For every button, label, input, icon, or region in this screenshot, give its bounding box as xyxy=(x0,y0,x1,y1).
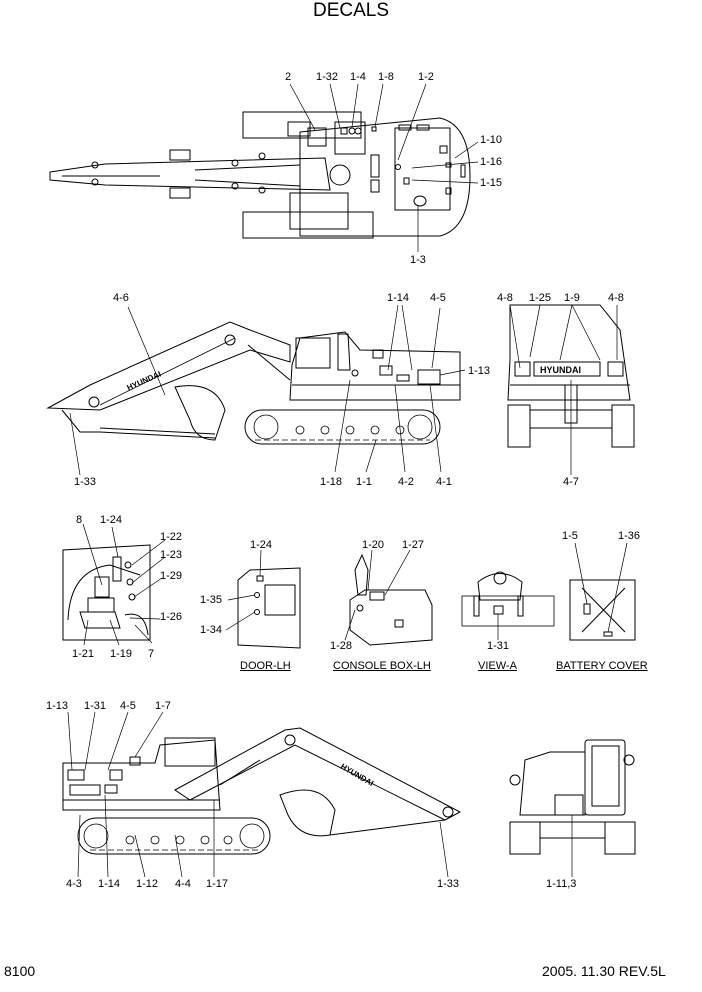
callout-1-18: 1-18 xyxy=(320,476,343,488)
callout-4-8-right: 4-8 xyxy=(608,292,624,304)
svg-text:HYUNDAI: HYUNDAI xyxy=(339,762,375,788)
caption-battery-cover: BATTERY COVER xyxy=(556,660,648,672)
callout-1-3: 1-3 xyxy=(410,254,426,266)
callout-1-20: 1-20 xyxy=(362,539,385,551)
cab-interior-view xyxy=(62,523,166,646)
callout-1-10: 1-10 xyxy=(480,134,503,146)
callout-1-9: 1-9 xyxy=(564,292,580,304)
right-side-excavator: HYUNDAI xyxy=(62,711,462,878)
view-a-detail xyxy=(461,571,555,640)
callout-rs-1-13: 1-13 xyxy=(46,700,69,712)
callout-1-16: 1-16 xyxy=(480,156,503,168)
callout-4-4: 4-4 xyxy=(175,878,191,890)
callout-rs-1-31: 1-31 xyxy=(84,700,107,712)
page-number: 8100 xyxy=(4,963,36,979)
callout-1-5: 1-5 xyxy=(562,530,578,542)
callout-1-34: 1-34 xyxy=(200,624,223,636)
callout-1-19: 1-19 xyxy=(110,648,133,660)
callout-1-24: 1-24 xyxy=(100,514,123,526)
callout-1-26: 1-26 xyxy=(160,611,183,623)
callout-1-21: 1-21 xyxy=(72,648,95,660)
page-title: DECALS xyxy=(312,0,390,21)
callout-1-35: 1-35 xyxy=(200,594,223,606)
callout-1-17: 1-17 xyxy=(206,878,229,890)
callout-4-8-left: 4-8 xyxy=(497,292,513,304)
callout-1-33: 1-33 xyxy=(74,476,97,488)
callout-1-29: 1-29 xyxy=(160,570,183,582)
callout-rs-4-5: 4-5 xyxy=(120,700,136,712)
callout-rs-1-33: 1-33 xyxy=(437,878,460,890)
callout-1-12: 1-12 xyxy=(136,878,159,890)
callout-1-31: 1-31 xyxy=(487,640,510,652)
rear-view-excavator: HYUNDAI xyxy=(507,304,635,475)
svg-text:HYUNDAI: HYUNDAI xyxy=(125,369,162,392)
top-view-excavator xyxy=(49,83,479,252)
callout-7: 7 xyxy=(148,648,155,660)
caption-view-a: VIEW-A xyxy=(478,660,517,672)
callout-8: 8 xyxy=(76,514,83,526)
callout-4-1: 4-1 xyxy=(436,476,452,488)
callout-1-13: 1-13 xyxy=(468,365,491,377)
callout-1-25: 1-25 xyxy=(529,292,552,304)
left-side-excavator: HYUNDAI xyxy=(46,304,466,476)
callout-1-22: 1-22 xyxy=(160,531,183,543)
callout-1-1: 1-1 xyxy=(356,476,372,488)
callout-4-7: 4-7 xyxy=(563,476,579,488)
callout-4-6: 4-6 xyxy=(113,292,129,304)
callout-1-23: 1-23 xyxy=(160,549,183,561)
callout-1-7: 1-7 xyxy=(155,700,171,712)
caption-console-box-lh: CONSOLE BOX-LH xyxy=(333,660,431,672)
caption-door-lh: DOOR-LH xyxy=(240,660,291,672)
callout-1-4: 1-4 xyxy=(350,71,366,83)
callout-1-15: 1-15 xyxy=(480,177,503,189)
callout-4-5: 4-5 xyxy=(430,292,446,304)
revision-date: 2005. 11.30 REV.5L xyxy=(542,963,666,979)
callout-1-2: 1-2 xyxy=(418,71,434,83)
callout-1-27: 1-27 xyxy=(402,539,425,551)
callout-4-2: 4-2 xyxy=(398,476,414,488)
callout-1-36: 1-36 xyxy=(618,530,641,542)
front-view-excavator xyxy=(509,739,636,877)
callout-1-28: 1-28 xyxy=(330,640,353,652)
callout-rs-1-14: 1-14 xyxy=(98,878,121,890)
callout-1-8: 1-8 xyxy=(378,71,394,83)
svg-text:HYUNDAI: HYUNDAI xyxy=(540,365,581,375)
door-lh-view xyxy=(225,549,301,649)
callout-4-3: 4-3 xyxy=(66,878,82,890)
callout-2: 2 xyxy=(285,71,292,83)
console-box-view xyxy=(344,549,433,646)
callout-door-1-24: 1-24 xyxy=(250,539,273,551)
battery-cover-view xyxy=(569,542,636,641)
callout-1-11-3: 1-11,3 xyxy=(546,878,577,890)
callout-1-14: 1-14 xyxy=(387,292,410,304)
callout-1-32: 1-32 xyxy=(316,71,339,83)
